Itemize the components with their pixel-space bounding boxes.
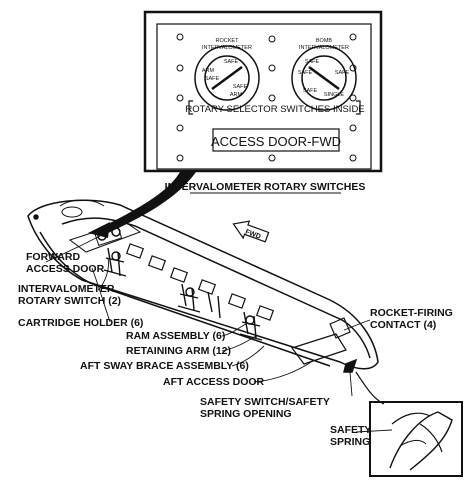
leader-lines xyxy=(45,235,393,433)
pointer-arrow xyxy=(88,172,196,238)
bomb-tick-1: SAFE xyxy=(305,59,320,65)
rocket-dial xyxy=(194,45,260,111)
dial-labels: ROCKET INTERVALOMETER SAFE ARM SAFE SAFE… xyxy=(202,38,350,98)
rotary-selector-text: ROTARY SELECTOR SWITCHES INSIDE xyxy=(185,104,364,115)
label-rocket-firing-contact: ROCKET-FIRING CONTACT (4) xyxy=(370,307,453,331)
label-intervalometer-switch: INTERVALOMETER ROTARY SWITCH (2) xyxy=(18,283,121,307)
rocket-tick-5: ARM xyxy=(230,92,243,98)
access-door-text: ACCESS DOOR-FWD xyxy=(211,134,341,149)
launcher-body xyxy=(27,199,379,373)
label-safety-spring: SAFETY SPRING xyxy=(330,424,371,448)
label-rocket-firing-line2: CONTACT (4) xyxy=(370,319,437,331)
label-intervalometer-line1: INTERVALOMETER xyxy=(18,283,115,295)
label-safety-switch: SAFETY SWITCH/SAFETY SPRING OPENING xyxy=(200,396,330,420)
bomb-dial-line1: BOMB xyxy=(316,38,333,44)
label-aft-access-door: AFT ACCESS DOOR xyxy=(163,376,265,388)
bomb-tick-4: SAFE xyxy=(303,88,318,94)
rocket-tick-2: ARM xyxy=(202,68,215,74)
label-aft-sway-brace: AFT SWAY BRACE ASSEMBLY (6) xyxy=(80,360,249,372)
label-forward-access-door-line1: FORWARD xyxy=(26,251,81,263)
rocket-dial-line1: ROCKET xyxy=(216,38,240,44)
bomb-tick-5: SINGLE xyxy=(324,92,345,98)
label-safety-spring-line1: SAFETY xyxy=(330,424,372,436)
label-forward-access-door-line2: ACCESS DOOR xyxy=(26,263,105,275)
rocket-tick-3: SAFE xyxy=(205,76,220,82)
label-safety-switch-line1: SAFETY SWITCH/SAFETY xyxy=(200,396,330,408)
safety-spring-inset xyxy=(355,371,463,477)
label-ram-assembly: RAM ASSEMBLY (6) xyxy=(126,330,226,342)
label-cartridge-holder: CARTRIDGE HOLDER (6) xyxy=(18,317,144,329)
rocket-tick-1: SAFE xyxy=(224,59,239,65)
bomb-dial-line2: INTERVALOMETER xyxy=(299,45,349,51)
label-intervalometer-line2: ROTARY SWITCH (2) xyxy=(18,295,122,307)
rocket-dial-line2: INTERVALOMETER xyxy=(202,45,252,51)
bomb-tick-3: SAFE xyxy=(335,70,350,76)
rocket-tick-4: SAFE xyxy=(233,84,248,90)
access-panel xyxy=(143,10,383,173)
bomb-tick-2: SAFE xyxy=(298,70,313,76)
label-rocket-firing-line1: ROCKET-FIRING xyxy=(370,307,453,319)
label-forward-access-door: FORWARD ACCESS DOOR xyxy=(26,251,104,275)
label-safety-switch-line2: SPRING OPENING xyxy=(200,408,292,420)
diagram-title: INTERVALOMETER ROTARY SWITCHES xyxy=(165,181,366,193)
bomb-dial xyxy=(291,45,357,111)
label-safety-spring-line2: SPRING xyxy=(330,436,371,448)
fwd-arrow: FWD xyxy=(232,220,270,243)
label-retaining-arm: RETAINING ARM (12) xyxy=(126,345,231,357)
